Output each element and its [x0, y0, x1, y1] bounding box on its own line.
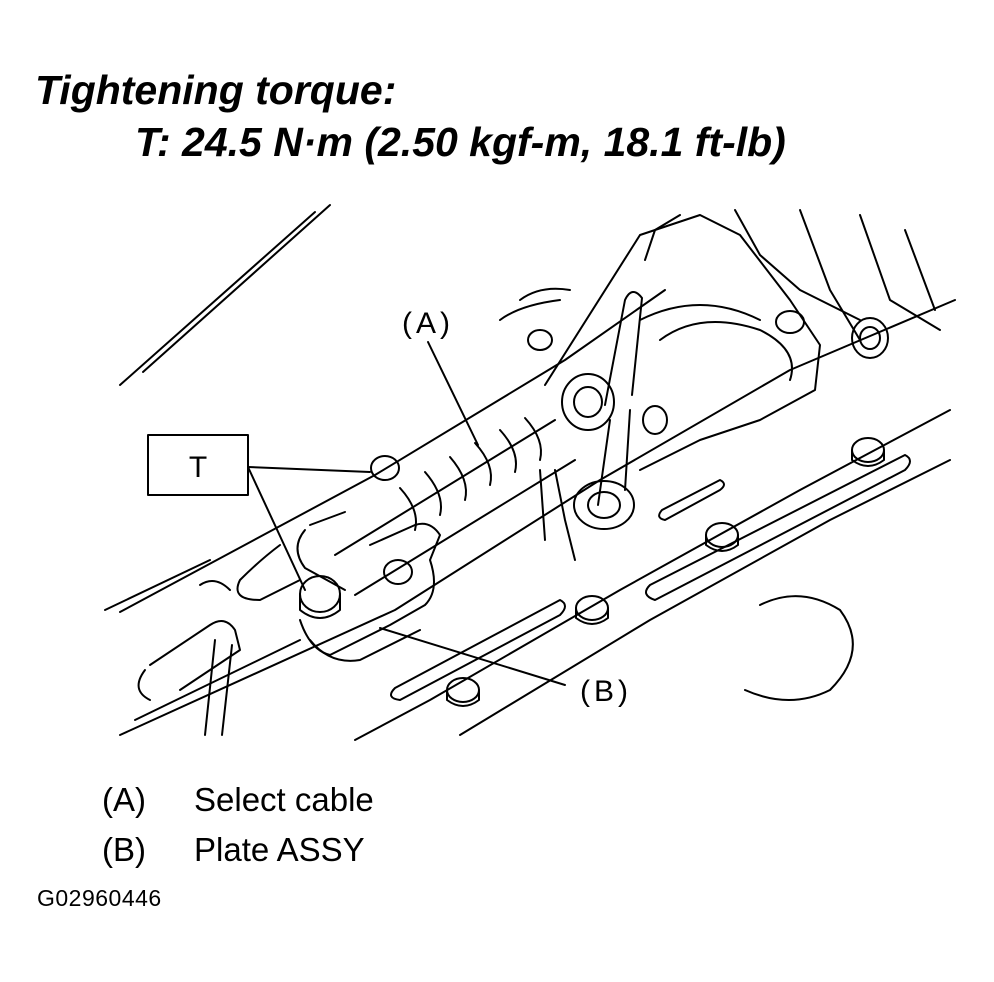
- flange-bolts: [446, 310, 889, 707]
- transmission-housing: [104, 204, 956, 741]
- callout-a-label: (A): [402, 307, 454, 340]
- figure-id: G02960446: [37, 885, 162, 911]
- linkage-rod: [137, 580, 241, 736]
- shift-bracket: [539, 214, 821, 561]
- legend-item: (A) Select cable: [102, 775, 374, 825]
- select-cable: [236, 417, 576, 601]
- torque-spec-value: T: 24.5 N·m (2.50 kgf-m, 18.1 ft-lb): [135, 119, 786, 165]
- callout-leaders: [247, 341, 566, 686]
- torque-callout-box: [147, 434, 249, 496]
- torque-heading: Tightening torque: T: 24.5 N·m (2.50 kgf…: [35, 64, 786, 168]
- legend: (A) Select cable (B) Plate ASSY: [102, 775, 374, 875]
- legend-text: Plate ASSY: [194, 831, 365, 868]
- legend-key: (A): [102, 781, 146, 818]
- legend-key: (B): [102, 831, 146, 868]
- select-lever: [561, 291, 668, 530]
- flange-slots: [390, 454, 911, 701]
- plate-assy: [299, 522, 441, 662]
- callout-b-label: (B): [580, 675, 632, 708]
- torque-heading-label: Tightening torque:: [35, 67, 397, 113]
- legend-text: Select cable: [194, 781, 374, 818]
- legend-item: (B) Plate ASSY: [102, 825, 374, 875]
- torque-callout-label: T: [189, 451, 207, 484]
